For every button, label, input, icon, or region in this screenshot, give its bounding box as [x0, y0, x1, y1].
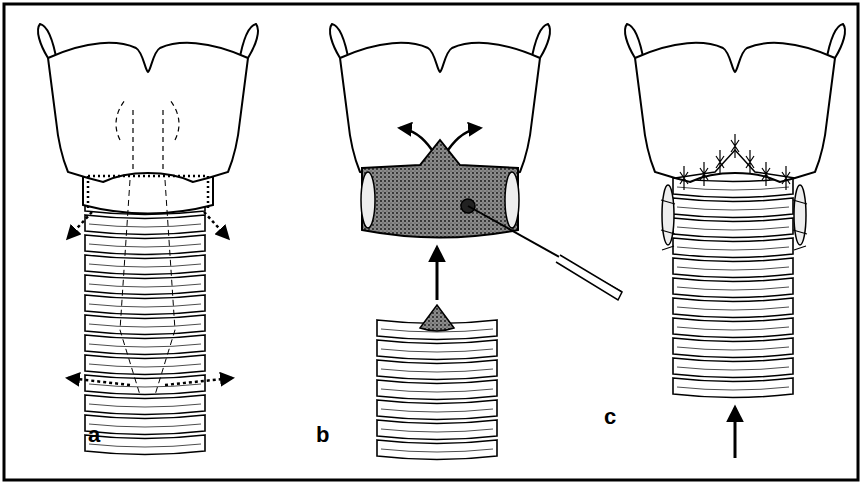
panel-letter: a	[88, 424, 100, 446]
panel-b-figure	[330, 24, 622, 460]
panel-a-figure	[38, 24, 258, 455]
frame	[4, 4, 858, 480]
panel-letter: b	[316, 424, 329, 446]
panel-letter: c	[604, 406, 616, 428]
panel-c-figure	[625, 24, 845, 458]
